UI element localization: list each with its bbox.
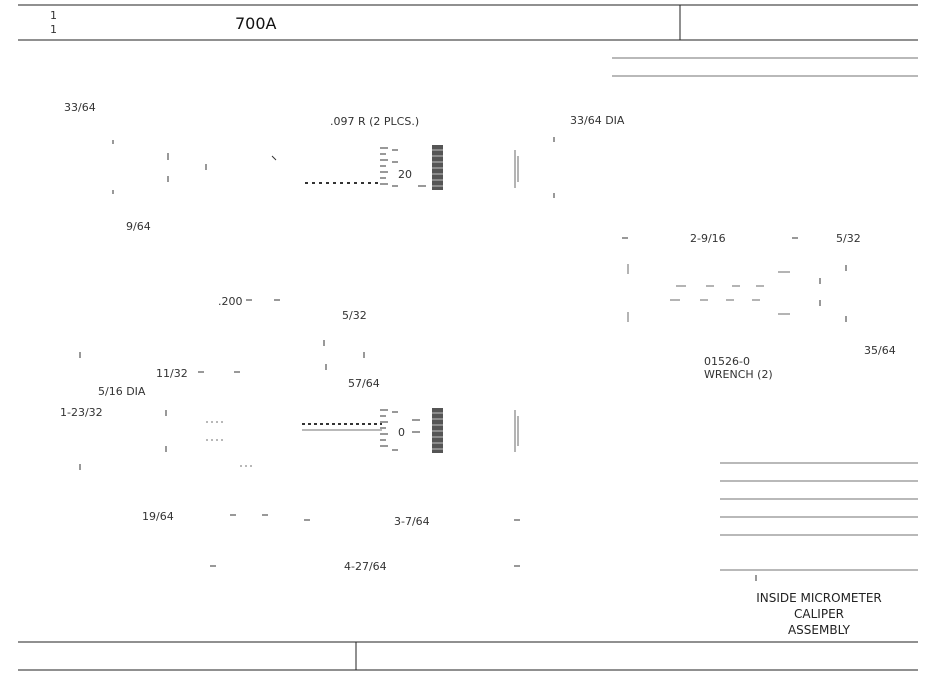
drawing-title-line-2: CALIPER (794, 607, 844, 621)
title-block: INSIDE MICROMETER CALIPER ASSEMBLY (720, 462, 918, 637)
lower-view: .200 5/32 11/32 5/16 DIA 1-23/32 57/64 1… (60, 295, 520, 573)
drawing-title-line-3: ASSEMBLY (788, 623, 851, 637)
dim-200: .200 (218, 295, 243, 308)
dim-097-radius: .097 R (2 PLCS.) (330, 115, 419, 128)
dim-11-32: 11/32 (156, 367, 188, 380)
dim-57-64: 57/64 (348, 377, 380, 390)
note-part-number: 01526-0 (704, 355, 750, 368)
dim-5-16-dia: 5/16 DIA (98, 385, 146, 398)
dim-9-64: 9/64 (126, 220, 151, 233)
dim-33-64: 33/64 (64, 101, 96, 114)
part-number: 700A (235, 14, 277, 33)
top-title-strip: 1 1 700A (18, 4, 918, 41)
dim-3-7-64: 3-7/64 (394, 515, 430, 528)
sheet-number-top: 1 (50, 9, 57, 22)
dim-33-64-dia: 33/64 DIA (570, 114, 625, 127)
revision-lines (612, 57, 918, 77)
upper-scale: 20 (380, 147, 426, 187)
bottom-strip (18, 641, 918, 671)
dim-1-23-32: 1-23/32 (60, 406, 103, 419)
sheet-number-bottom: 1 (50, 23, 57, 36)
dim-4-27-64: 4-27/64 (344, 560, 387, 573)
dim-35-64: 35/64 (864, 344, 896, 357)
dim-5-32-right: 5/32 (836, 232, 861, 245)
lower-scale-number: 0 (398, 426, 405, 439)
dim-19-64: 19/64 (142, 510, 174, 523)
dim-5-32: 5/32 (342, 309, 367, 322)
wrench-view: 2-9/16 5/32 35/64 01526-0 WRENCH (2) (622, 232, 896, 381)
upper-scale-number: 20 (398, 168, 412, 181)
note-wrench: WRENCH (2) (704, 368, 773, 381)
lower-knurl (432, 408, 443, 453)
upper-view: 33/64 .097 R (2 PLCS.) 33/64 DIA 9/64 2 (64, 101, 625, 233)
dim-2-9-16: 2-9/16 (690, 232, 726, 245)
lower-scale: 0 (380, 409, 420, 451)
upper-knurl (432, 145, 443, 190)
drawing-title-line-1: INSIDE MICROMETER (756, 591, 882, 605)
